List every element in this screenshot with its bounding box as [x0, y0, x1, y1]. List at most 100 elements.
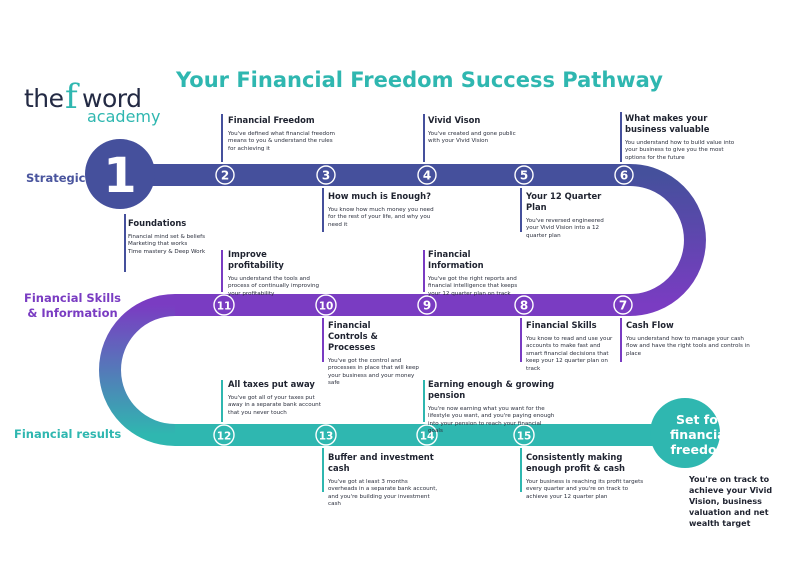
final-title-line2: financial [670, 427, 730, 442]
step-12-marker: 12 [213, 424, 235, 446]
row-label-strategic: Strategic [26, 171, 86, 185]
step-body: You understand how to build value into y… [625, 140, 735, 161]
step-13-number: 13 [319, 431, 334, 443]
page-title: Your Financial Freedom Success Pathway [176, 68, 663, 92]
step-3-block: How much is Enough? You know how much mo… [328, 191, 436, 229]
step-body: You're now earning what you want for the… [428, 406, 555, 435]
step-11-number: 11 [217, 301, 232, 313]
step-body: You've got the control and processes in … [328, 358, 419, 387]
step-body: You know to read and use your accounts t… [526, 336, 613, 372]
step-1-block: Foundations Financial mind set & beliefs… [128, 218, 223, 256]
step-title: Improve profitability [228, 249, 284, 270]
step-title: What makes your business valuable [625, 113, 710, 134]
step-body: You've got at least 3 months overheads i… [328, 479, 438, 508]
step-title: Vivid Vison [428, 115, 481, 125]
step-3-number: 3 [322, 169, 330, 183]
connector-line [322, 188, 324, 232]
logo-the: the [24, 84, 64, 113]
path-curve-right [629, 164, 706, 316]
step-4-number: 4 [423, 169, 431, 183]
row-label-skills-line1: Financial Skills [24, 291, 121, 305]
row-label-results: Financial results [14, 427, 122, 441]
step-14-number: 14 [420, 431, 435, 443]
step-8-block: Financial Skills You know to read and us… [526, 320, 618, 373]
step-title: Financial Controls & Processes [328, 320, 378, 352]
step-4-block: Vivid Vison You've created and gone publ… [428, 115, 518, 146]
step-body: You've got the right reports and financi… [428, 276, 518, 297]
step-title: All taxes put away [228, 379, 315, 389]
step-7-marker: 7 [613, 295, 633, 315]
step-title: Buffer and investment cash [328, 452, 434, 473]
step-14-block: Earning enough & growing pension You're … [428, 379, 558, 436]
step-15-marker: 15 [513, 424, 535, 446]
connector-line [221, 380, 223, 422]
logo-word: word [82, 84, 142, 113]
step-15-number: 15 [517, 431, 532, 443]
final-body: You're on track to achieve your Vivid Vi… [689, 475, 773, 528]
step-body: You've reversed engineered your Vivid Vi… [526, 218, 604, 239]
step-10-block: Financial Controls & Processes You've go… [328, 320, 424, 388]
connector-line [423, 114, 425, 162]
connector-line [423, 380, 425, 422]
step-title: Earning enough & growing pension [428, 379, 555, 400]
step-6-marker: 6 [614, 165, 634, 185]
step-body: You've defined what financial freedom me… [228, 131, 335, 152]
step-6-number: 6 [620, 169, 628, 183]
connector-line [520, 448, 522, 492]
connector-line [221, 250, 223, 292]
connector-line [620, 318, 622, 362]
step-body: You understand how to manage your cash f… [626, 336, 750, 357]
step-body: You understand the tools and process of … [228, 276, 320, 297]
step-7-number: 7 [619, 299, 627, 313]
step-title: Financial Freedom [228, 115, 315, 125]
step-title: Your 12 Quarter Plan [526, 191, 602, 212]
step-title: Consistently making enough profit & cash [526, 452, 626, 473]
connector-line [423, 250, 425, 292]
connector-line [322, 448, 324, 492]
final-title: Set for financial freedom [668, 412, 732, 457]
step-12-block: All taxes put away You've got all of you… [228, 379, 324, 417]
step-9-marker: 9 [417, 295, 437, 315]
step-6-block: What makes your business valuable You un… [625, 113, 745, 162]
step-10-marker: 10 [315, 294, 337, 316]
step-title: Financial Skills [526, 320, 597, 330]
step-9-number: 9 [423, 299, 431, 313]
final-circle [650, 398, 720, 468]
step-body: Your business is reaching its profit tar… [526, 479, 644, 500]
connector-line [620, 112, 622, 162]
step-title: Cash Flow [626, 320, 674, 330]
step-10-number: 10 [319, 301, 334, 313]
step-5-block: Your 12 Quarter Plan You've reversed eng… [526, 191, 618, 240]
step-8-marker: 8 [514, 295, 534, 315]
step-title: How much is Enough? [328, 191, 431, 201]
step-15-block: Consistently making enough profit & cash… [526, 452, 644, 501]
step-1-number: 1 [103, 148, 136, 204]
step-body: Financial mind set & beliefs Marketing t… [128, 234, 206, 255]
step-3-marker: 3 [316, 165, 336, 185]
step-13-block: Buffer and investment cash You've got at… [328, 452, 438, 509]
step-12-number: 12 [217, 431, 232, 443]
step-title: Foundations [128, 218, 187, 228]
final-title-line3: freedom [670, 442, 730, 457]
step-9-block: Financial Information You've got the rig… [428, 249, 528, 298]
step-body: You've got all of your taxes put away in… [228, 395, 321, 416]
step-11-block: Improve profitability You understand the… [228, 249, 324, 298]
step-2-marker: 2 [215, 165, 235, 185]
step-14-marker: 14 [416, 424, 438, 446]
connector-line [520, 318, 522, 362]
step-title: Financial Information [428, 249, 484, 270]
step-11-marker: 11 [213, 294, 235, 316]
step-4-marker: 4 [417, 165, 437, 185]
connector-line [520, 188, 522, 232]
step-5-marker: 5 [514, 165, 534, 185]
step-2-number: 2 [221, 169, 229, 183]
step-2-block: Financial Freedom You've defined what fi… [228, 115, 338, 153]
connector-line [322, 318, 324, 362]
final-title-line1: Set for [676, 412, 724, 427]
step-13-marker: 13 [315, 424, 337, 446]
path-curve-left [99, 294, 176, 446]
step-7-block: Cash Flow You understand how to manage y… [626, 320, 754, 358]
row-label-skills-line2: & Information [27, 306, 118, 320]
step-1-circle [85, 139, 155, 209]
